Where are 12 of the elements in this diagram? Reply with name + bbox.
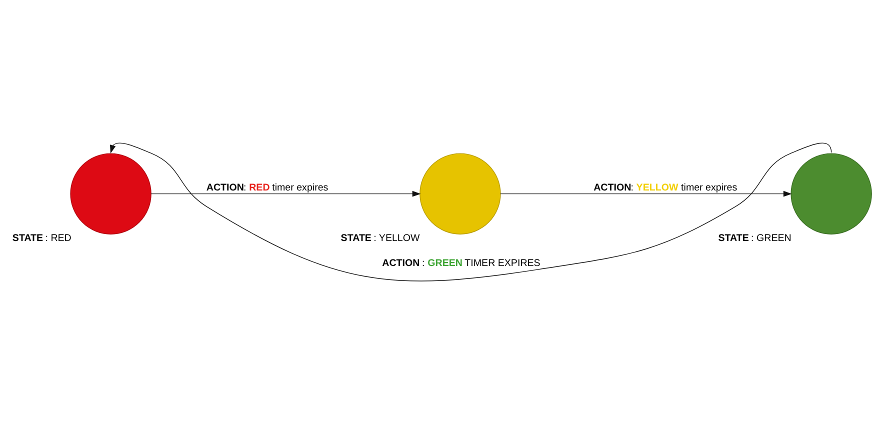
node-label: STATE : YELLOW bbox=[340, 232, 420, 244]
node-circle bbox=[790, 152, 872, 234]
node-label: STATE : GREEN bbox=[718, 232, 792, 244]
edge-label: ACTION: RED timer expires bbox=[206, 182, 328, 193]
node-label: STATE : RED bbox=[12, 232, 72, 244]
node-circle bbox=[70, 152, 152, 234]
arrow bbox=[110, 142, 832, 281]
edge-label: ACTION : GREEN TIMER EXPIRES bbox=[382, 258, 540, 269]
arrow bbox=[500, 190, 792, 196]
arrow bbox=[150, 190, 421, 196]
edge-label: ACTION: YELLOW timer expires bbox=[594, 182, 738, 193]
node-circle bbox=[420, 152, 501, 234]
